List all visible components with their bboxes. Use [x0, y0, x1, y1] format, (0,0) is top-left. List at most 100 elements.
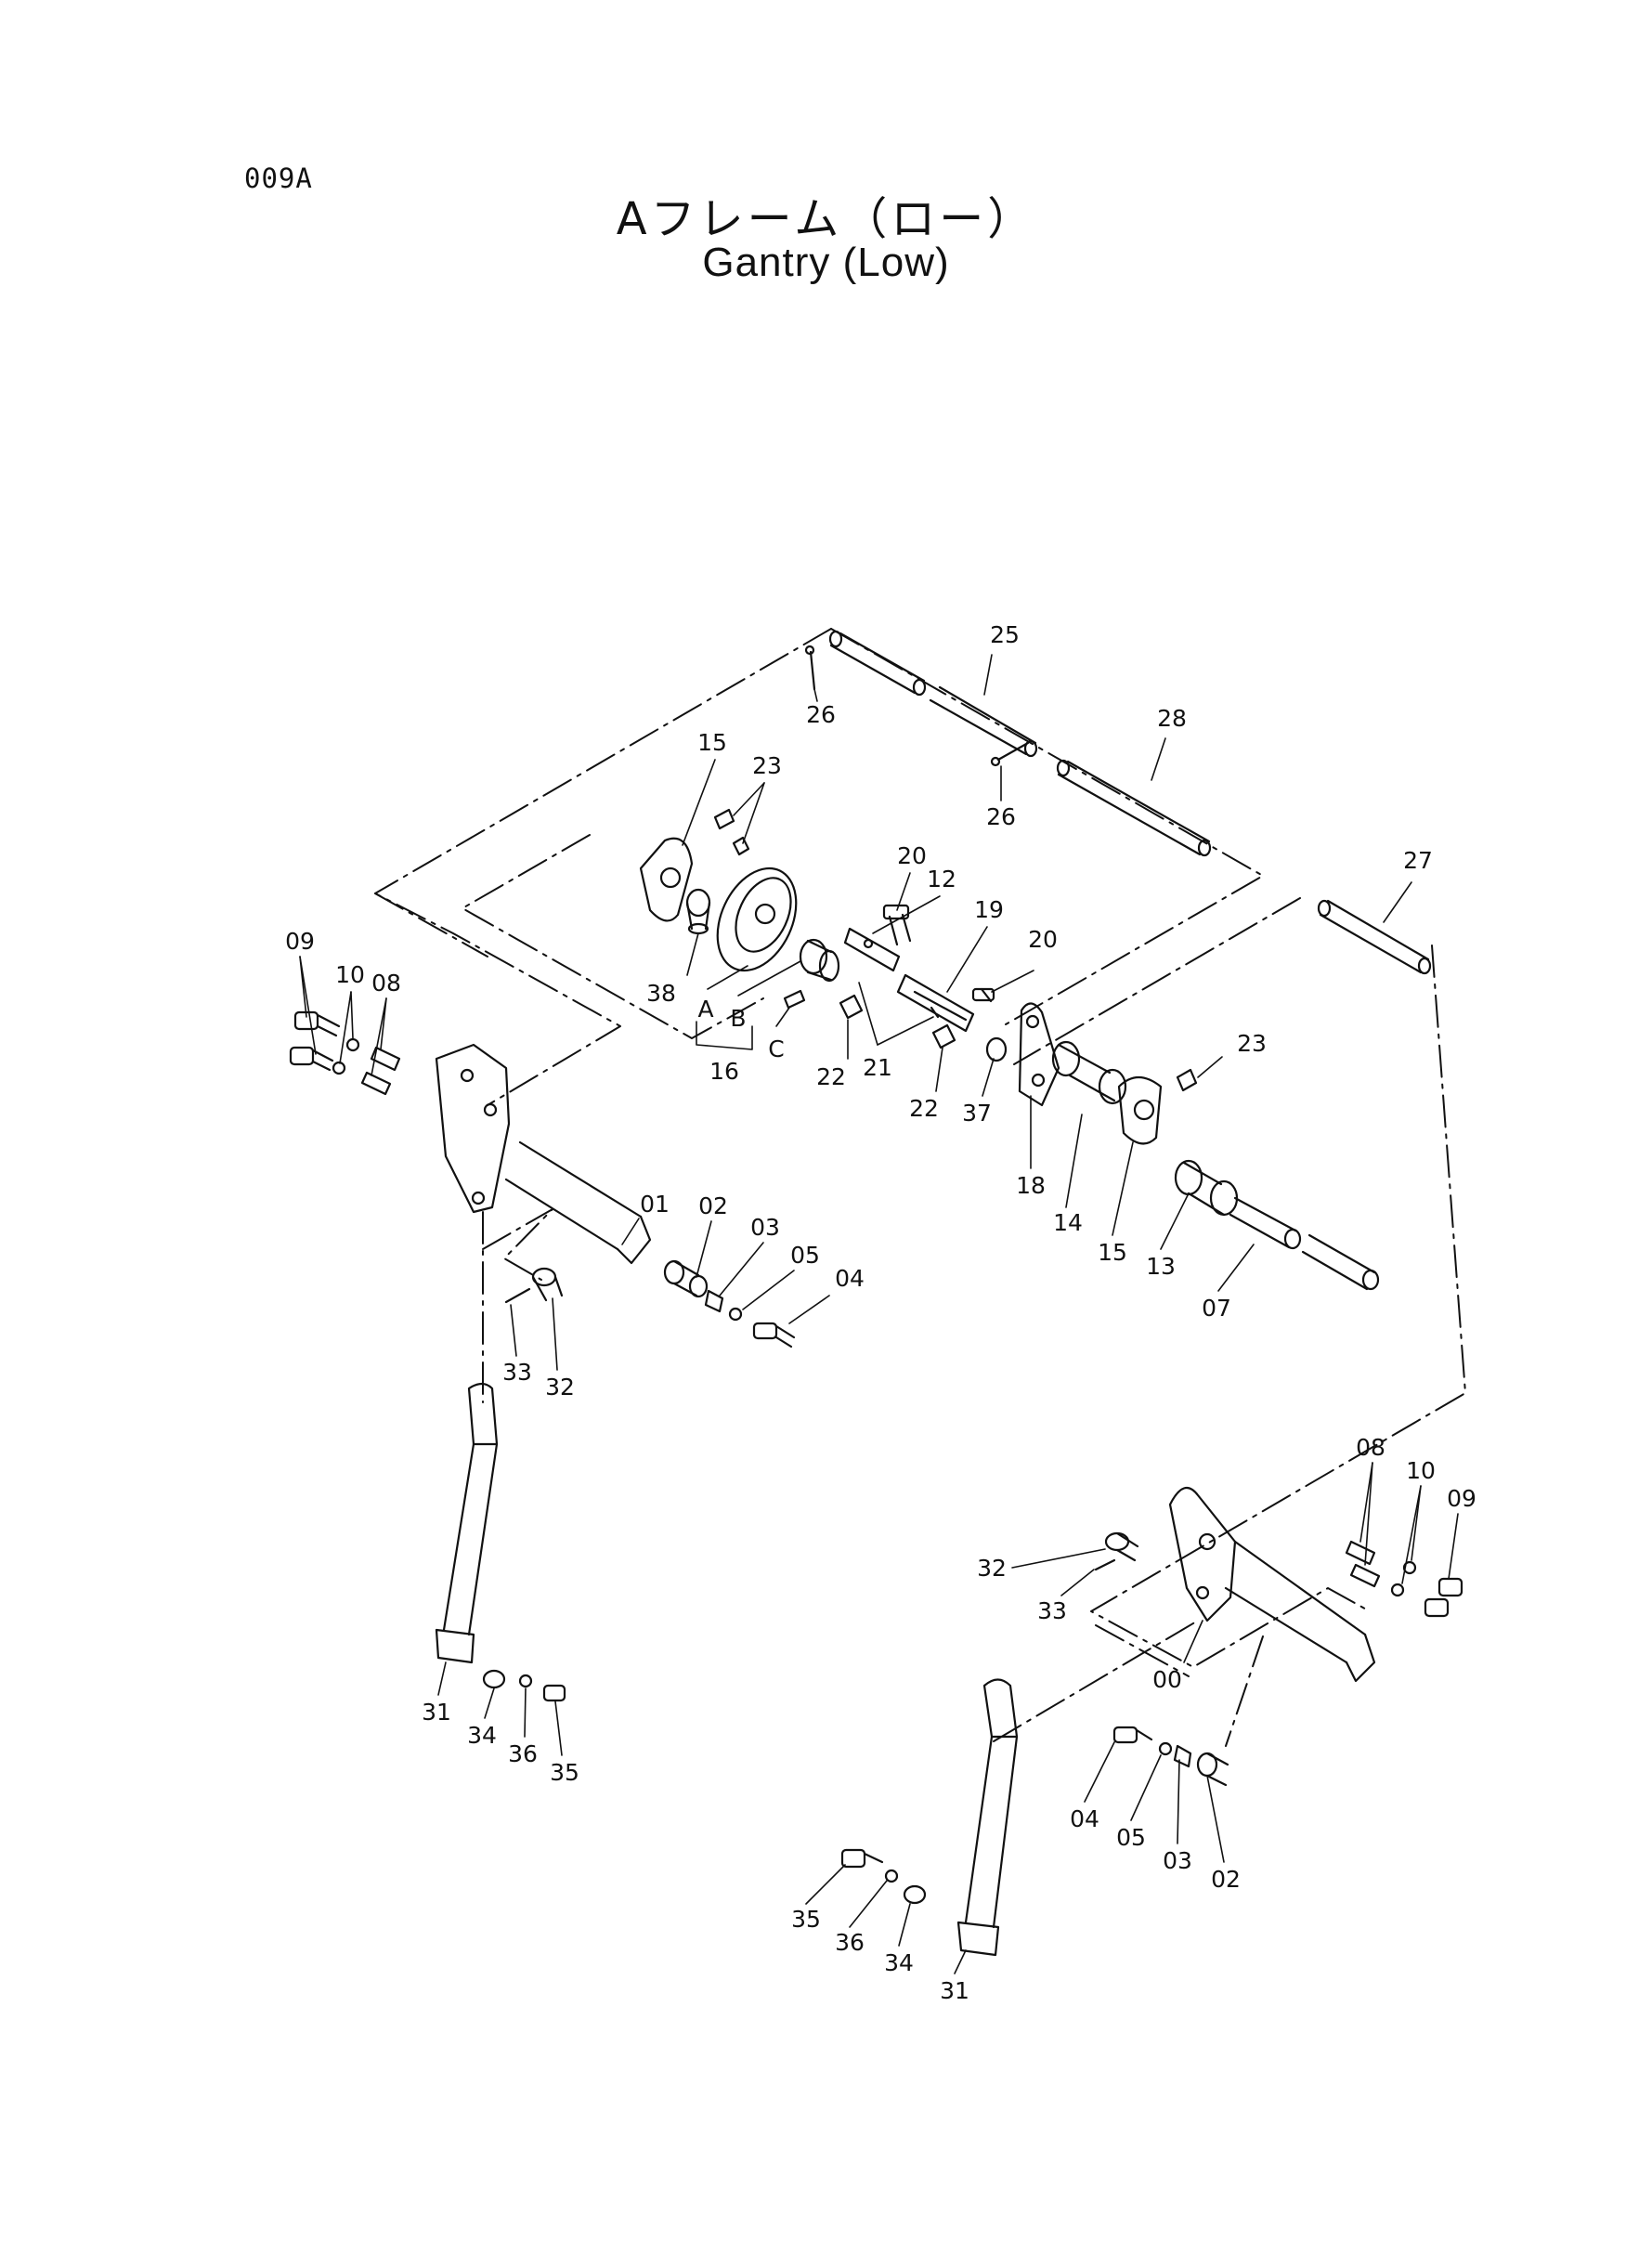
callout-13: 13	[1146, 1253, 1176, 1280]
cotter-pin-33b	[1094, 1558, 1116, 1571]
pin-34a	[482, 1669, 506, 1689]
plate-08b	[1345, 1540, 1381, 1588]
nut-22a	[839, 994, 864, 1020]
callout-09: 09	[1447, 1485, 1476, 1512]
callout-21: 21	[863, 1054, 892, 1081]
callout-36: 36	[835, 1929, 865, 1956]
callout-36: 36	[508, 1740, 538, 1767]
clevis-12	[843, 927, 901, 972]
plate-15a	[639, 837, 694, 922]
plate-18	[1018, 1002, 1060, 1107]
callout-22: 22	[909, 1095, 939, 1122]
bolt-20b	[971, 987, 995, 1003]
callout-12: 12	[927, 866, 956, 892]
bushing-13	[1174, 1159, 1239, 1217]
washer-36a	[518, 1674, 533, 1688]
cotter-pin-26b	[990, 741, 1030, 767]
callout-31: 31	[940, 1977, 969, 2004]
callout-25: 25	[990, 621, 1020, 648]
callout-05: 05	[790, 1242, 820, 1269]
cylinder-31b	[956, 1678, 1019, 1957]
plate-03b	[1173, 1744, 1192, 1768]
pin-32a	[531, 1267, 564, 1302]
plate-15b	[1117, 1075, 1163, 1145]
cylinder-31a	[435, 1382, 499, 1664]
callout-04: 04	[1070, 1805, 1099, 1832]
callout-10: 10	[1406, 1457, 1436, 1484]
callout-20: 20	[1028, 926, 1058, 953]
callout-C: C	[768, 1036, 784, 1062]
callout-33: 33	[502, 1359, 532, 1386]
callout-32: 32	[545, 1374, 575, 1401]
grease-fitting-23a	[713, 808, 750, 856]
bolt-35b	[840, 1848, 884, 1869]
pin-21	[930, 1006, 940, 1019]
sheave-16	[716, 866, 798, 972]
pin-28	[1056, 759, 1212, 857]
callout-34: 34	[884, 1949, 914, 1976]
grease-fitting-C	[783, 989, 806, 1010]
callout-16: 16	[709, 1058, 739, 1085]
callout-33: 33	[1037, 1597, 1067, 1624]
bolt-20a	[882, 904, 912, 946]
callout-35: 35	[550, 1759, 579, 1786]
washer-05a	[728, 1307, 743, 1322]
bolt-09a	[289, 1010, 341, 1072]
callout-08: 08	[1356, 1434, 1385, 1461]
callout-05: 05	[1116, 1824, 1146, 1851]
callout-02: 02	[1211, 1866, 1241, 1893]
cotter-pin-33a	[504, 1287, 531, 1304]
nut-22b	[931, 1023, 956, 1049]
callout-26: 26	[986, 803, 1016, 830]
washer-05b	[1158, 1741, 1173, 1756]
callout-32: 32	[977, 1555, 1007, 1582]
grease-fitting-23b	[1176, 1068, 1198, 1092]
pin-25	[828, 630, 1038, 758]
callout-38: 38	[646, 980, 676, 1007]
callout-B: B	[730, 1005, 746, 1032]
bolt-04a	[752, 1322, 796, 1348]
frame-00	[1168, 1486, 1376, 1683]
washer-10a	[332, 1037, 360, 1075]
diagram-code: 009A	[244, 163, 313, 194]
washer-10b	[1390, 1560, 1417, 1597]
callout-03: 03	[750, 1214, 780, 1241]
title-english: Gantry (Low)	[702, 240, 950, 285]
pin-07	[1229, 1196, 1380, 1291]
bolt-09b	[1424, 1577, 1463, 1618]
pin-27	[1317, 899, 1432, 975]
frame-01	[435, 1043, 652, 1265]
callout-19: 19	[974, 896, 1004, 923]
plate-08a	[360, 1046, 401, 1096]
callout-03: 03	[1163, 1847, 1192, 1874]
callout-00: 00	[1152, 1666, 1182, 1693]
callout-22: 22	[816, 1063, 846, 1090]
callout-01: 01	[640, 1191, 670, 1218]
callout-08: 08	[371, 970, 401, 997]
callout-23: 23	[1237, 1030, 1267, 1057]
phantom-lines	[374, 628, 1466, 1747]
callout-07: 07	[1202, 1295, 1231, 1322]
bushing-14	[1051, 1040, 1127, 1105]
bushing-38	[685, 888, 711, 935]
callout-09: 09	[285, 928, 315, 955]
callout-28: 28	[1157, 705, 1187, 732]
callout-34: 34	[467, 1722, 497, 1749]
callout-labels: 25 26 28 26 27 15 23 20 12 19 20 09 10 0…	[285, 621, 1476, 2004]
bushing-02b	[1196, 1752, 1229, 1787]
callout-02: 02	[698, 1192, 728, 1219]
title-japanese: Aフレーム（ロー）	[616, 193, 1036, 245]
bushing-B	[799, 938, 840, 983]
callout-27: 27	[1403, 847, 1433, 874]
callout-18: 18	[1016, 1172, 1046, 1199]
bushing-37	[985, 1036, 1008, 1062]
callout-14: 14	[1053, 1209, 1083, 1236]
pin-32b	[1104, 1531, 1139, 1562]
callout-15: 15	[1098, 1239, 1127, 1266]
bolt-35a	[542, 1684, 566, 1702]
callout-35: 35	[791, 1906, 821, 1933]
plate-03a	[704, 1289, 724, 1313]
callout-A: A	[697, 996, 713, 1023]
callout-04: 04	[835, 1265, 865, 1292]
